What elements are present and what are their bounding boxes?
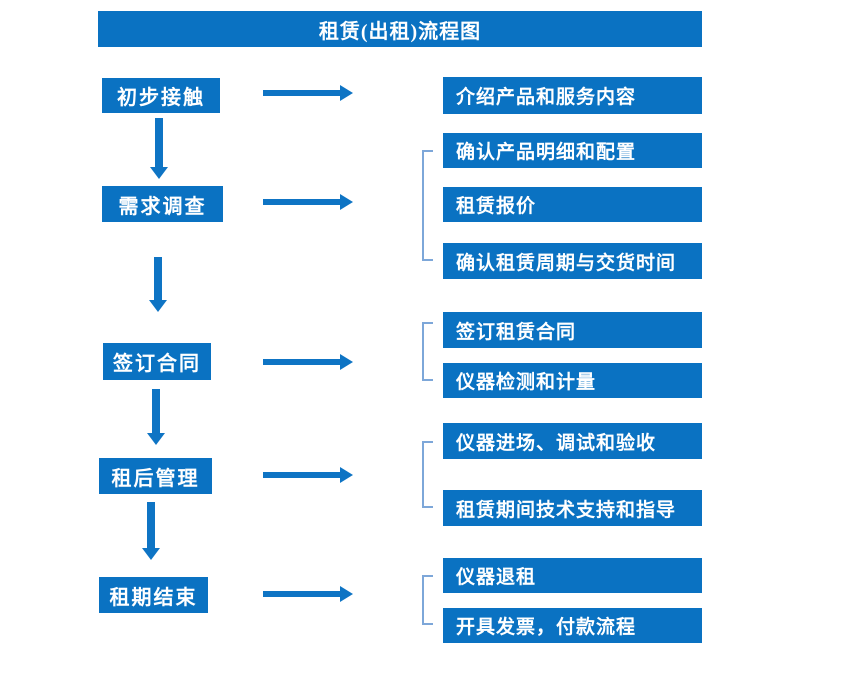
detail-box-technical-support: 租赁期间技术支持和指导 <box>443 490 702 526</box>
right-arrow-3 <box>263 354 353 370</box>
down-arrow-head <box>147 433 165 445</box>
down-arrow-head <box>142 548 160 560</box>
right-arrow-head <box>340 354 353 370</box>
right-arrow-head <box>340 467 353 483</box>
step-box-demand-survey: 需求调查 <box>102 186 223 222</box>
detail-box-introduce-products: 介绍产品和服务内容 <box>443 77 702 114</box>
right-arrow-head <box>340 586 353 602</box>
down-arrow-shaft <box>147 502 155 549</box>
group-bracket-post-rental <box>422 441 433 508</box>
detail-box-confirm-product-details: 确认产品明细和配置 <box>443 133 702 168</box>
group-bracket-lease-end <box>422 575 433 625</box>
detail-box-instrument-setup: 仪器进场、调试和验收 <box>443 423 702 459</box>
detail-box-invoice-payment: 开具发票，付款流程 <box>443 608 702 643</box>
step-box-post-rental-management: 租后管理 <box>99 458 212 494</box>
down-arrow-1 <box>150 118 168 179</box>
down-arrow-2 <box>149 257 167 312</box>
down-arrow-shaft <box>155 118 163 168</box>
down-arrow-head <box>150 167 168 179</box>
group-bracket-sign-contract <box>422 322 433 381</box>
right-arrow-2 <box>263 194 353 210</box>
down-arrow-3 <box>147 389 165 445</box>
step-box-sign-contract: 签订合同 <box>103 343 211 380</box>
step-box-initial-contact: 初步接触 <box>102 78 220 113</box>
detail-box-sign-rental-contract: 签订租赁合同 <box>443 312 702 348</box>
down-arrow-shaft <box>152 389 160 434</box>
detail-box-rental-quote: 租赁报价 <box>443 187 702 222</box>
flowchart-title: 租赁(出租)流程图 <box>98 11 702 47</box>
right-arrow-head <box>340 85 353 101</box>
detail-box-instrument-return: 仪器退租 <box>443 558 702 593</box>
right-arrow-shaft <box>263 90 341 96</box>
step-box-lease-end: 租期结束 <box>99 577 208 613</box>
down-arrow-4 <box>142 502 160 560</box>
right-arrow-shaft <box>263 359 341 365</box>
group-bracket-demand-survey <box>422 150 433 261</box>
right-arrow-1 <box>263 85 353 101</box>
detail-box-confirm-rental-period: 确认租赁周期与交货时间 <box>443 243 702 279</box>
right-arrow-shaft <box>263 472 341 478</box>
right-arrow-head <box>340 194 353 210</box>
right-arrow-5 <box>263 586 353 602</box>
down-arrow-head <box>149 300 167 312</box>
right-arrow-shaft <box>263 199 341 205</box>
detail-box-instrument-testing: 仪器检测和计量 <box>443 363 702 398</box>
right-arrow-shaft <box>263 591 341 597</box>
right-arrow-4 <box>263 467 353 483</box>
down-arrow-shaft <box>154 257 162 301</box>
